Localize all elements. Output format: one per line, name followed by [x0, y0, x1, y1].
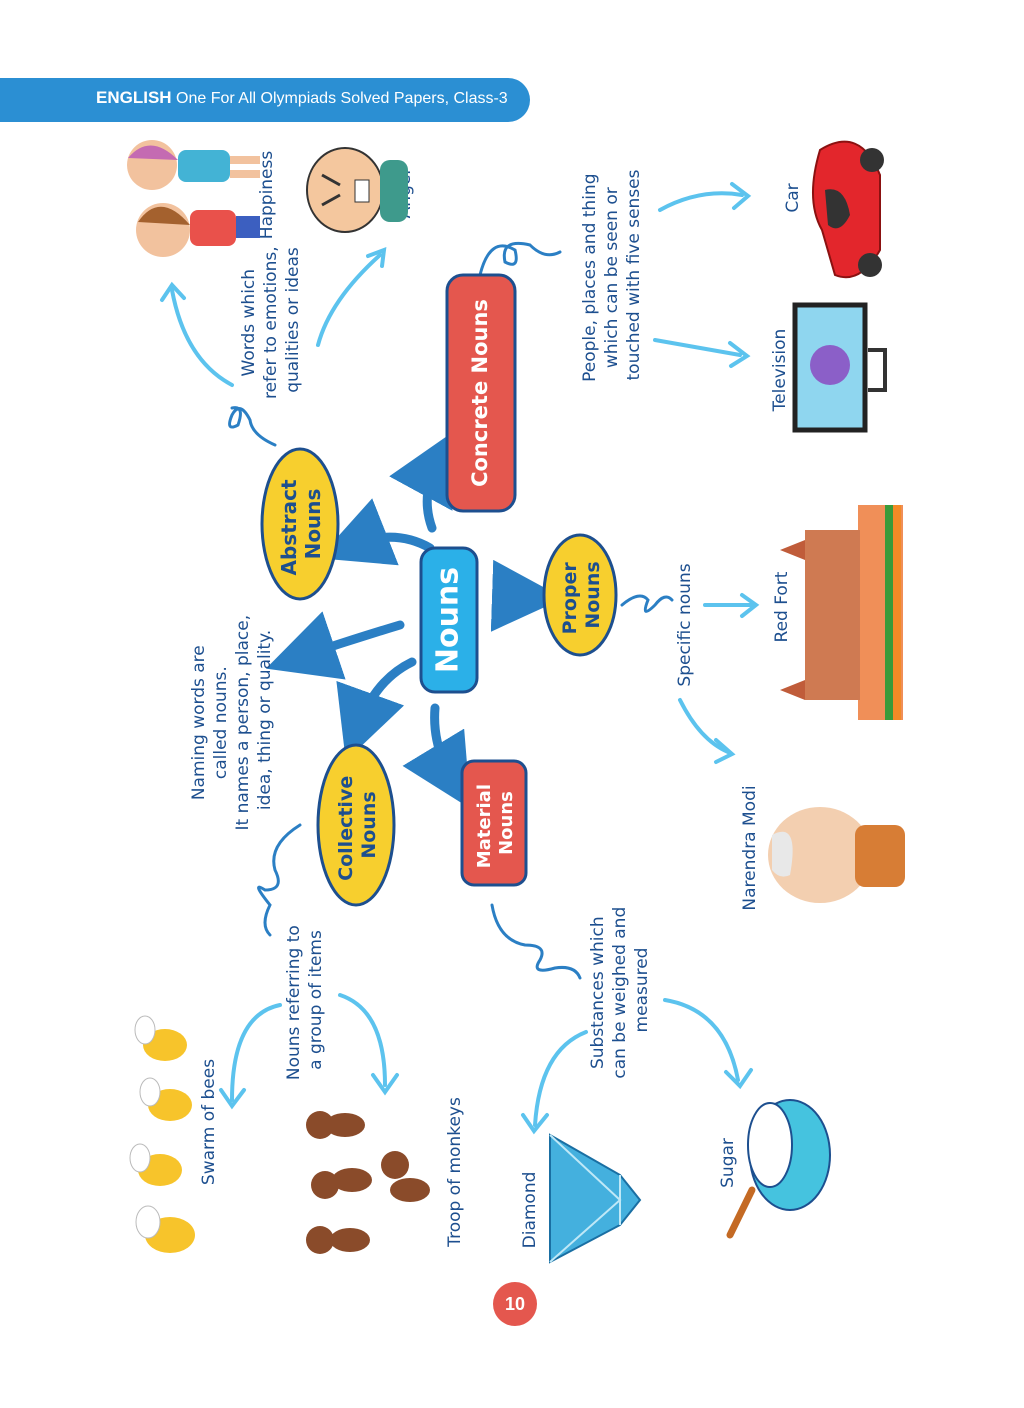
abstract-nouns-node: Abstract Nouns	[260, 447, 340, 601]
connector-arrows	[228, 241, 674, 980]
proper-title-2: Nouns	[582, 561, 604, 628]
material-desc-2: can be weighed and	[610, 907, 630, 1079]
abstract-desc-3: qualities or ideas	[283, 247, 303, 393]
material-title-1: Material	[474, 784, 495, 868]
proper-title-1: Proper	[559, 562, 581, 635]
concrete-title: Concrete Nouns	[468, 299, 492, 487]
collective-title-1: Collective	[335, 776, 357, 881]
label-television: Television	[770, 329, 790, 413]
proper-desc: Specific nouns	[675, 563, 695, 686]
svg-text:Material Nouns: Material Nouns	[474, 778, 517, 869]
red-car-icon	[812, 140, 884, 279]
label-diamond: Diamond	[520, 1172, 540, 1249]
example-arrows	[160, 182, 760, 1135]
proper-nouns-node: Proper Nouns	[542, 533, 618, 657]
center-nouns-node: Nouns	[419, 546, 479, 694]
label-sugar: Sugar	[718, 1138, 738, 1188]
svg-text:Abstract Nouns: Abstract Nouns	[277, 472, 325, 575]
material-description: Substances which can be weighed and meas…	[588, 901, 652, 1079]
label-swarm-of-bees: Swarm of bees	[199, 1059, 219, 1185]
sugar-bowl-icon	[726, 1099, 831, 1239]
label-red-fort: Red Fort	[772, 571, 792, 642]
header-title: ENGLISH One For All Olympiads Solved Pap…	[96, 88, 508, 108]
page-number: 10	[493, 1282, 537, 1326]
collective-nouns-node: Collective Nouns	[316, 743, 396, 907]
header-subject: ENGLISH	[96, 88, 172, 107]
material-desc-1: Substances which	[588, 916, 608, 1069]
concrete-nouns-node: Concrete Nouns	[445, 273, 517, 513]
material-nouns-node: Material Nouns	[460, 759, 528, 887]
noun-definition: Naming words are called nouns. It names …	[189, 609, 275, 831]
portrait-icon	[768, 807, 905, 903]
collective-desc-2: a group of items	[306, 930, 326, 1070]
abstract-title-2: Nouns	[301, 489, 325, 560]
svg-text:Proper Nouns: Proper Nouns	[559, 556, 604, 635]
concrete-description: People, places and thing which can be se…	[580, 168, 644, 382]
svg-text:Nouns referring to a gro: Nouns referring to a group of items	[284, 920, 326, 1080]
definition-line-3: It names a person, place,	[233, 615, 253, 831]
svg-text:Naming words are called: Naming words are called nouns. It names …	[189, 609, 275, 830]
concrete-desc-2: which can be seen or	[602, 187, 622, 368]
svg-text:Collective Nouns: Collective Nouns	[335, 769, 380, 881]
abstract-title-1: Abstract	[277, 479, 301, 575]
label-narendra-modi: Narendra Modi	[740, 785, 760, 910]
center-label: Nouns	[431, 567, 466, 673]
angry-man-icon	[306, 147, 408, 233]
material-title-2: Nouns	[496, 791, 517, 855]
collective-title-2: Nouns	[358, 791, 380, 858]
diamond-icon	[549, 1133, 642, 1264]
material-desc-3: measured	[632, 948, 652, 1033]
collective-desc-1: Nouns referring to	[284, 925, 304, 1080]
label-car: Car	[783, 183, 803, 212]
bee-icon	[129, 1015, 195, 1253]
abstract-desc-2: refer to emotions,	[261, 246, 281, 399]
svg-text:People, places and thing: People, places and thing which can be se…	[580, 168, 644, 382]
abstract-desc-1: Words which	[239, 269, 259, 376]
label-troop-of-monkeys: Troop of monkeys	[445, 1097, 465, 1248]
concrete-desc-1: People, places and thing	[580, 174, 600, 382]
header-band: ENGLISH One For All Olympiads Solved Pap…	[0, 78, 530, 122]
svg-text:Substances which can be: Substances which can be weighed and meas…	[588, 901, 652, 1078]
monkey-icon	[306, 1111, 430, 1254]
television-icon	[792, 302, 887, 433]
definition-line-2: called nouns.	[211, 666, 231, 779]
definition-line-1: Naming words are	[189, 645, 209, 800]
abstract-description: Words which refer to emotions, qualities…	[239, 241, 303, 399]
collective-description: Nouns referring to a group of items	[284, 920, 326, 1080]
label-happiness: Happiness	[257, 151, 277, 240]
svg-text:Words which refer to emo: Words which refer to emotions, qualities…	[239, 241, 303, 399]
example-labels: Happiness Anger Car Television Red Fort …	[199, 151, 803, 1249]
header-book-title: One For All Olympiads Solved Papers, Cla…	[176, 90, 508, 107]
definition-line-4: idea, thing or quality.	[255, 630, 275, 810]
proper-description: Specific nouns	[675, 563, 695, 686]
concrete-desc-3: touched with five senses	[624, 169, 644, 380]
red-fort-icon	[780, 505, 903, 720]
two-children-icon	[127, 140, 260, 257]
